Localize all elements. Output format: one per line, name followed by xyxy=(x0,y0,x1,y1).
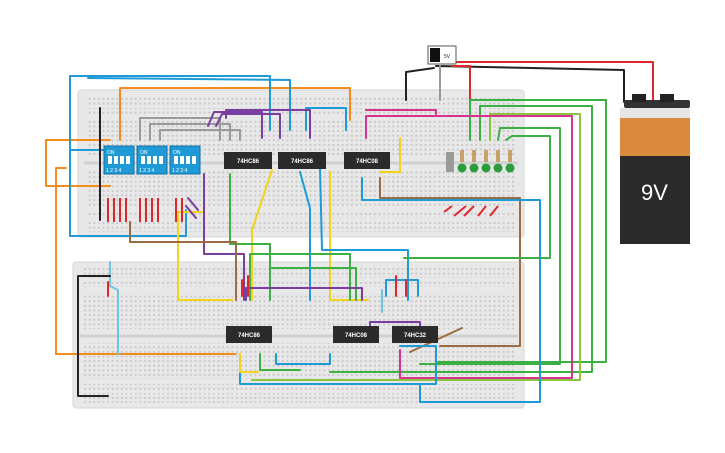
wire-orange xyxy=(45,139,111,187)
wire-blue xyxy=(239,345,437,385)
wire-magenta xyxy=(365,115,573,379)
wire-blue xyxy=(319,167,409,301)
wire-blue xyxy=(275,353,331,365)
wire-black xyxy=(435,65,625,103)
wire-green xyxy=(229,173,271,301)
led-5 xyxy=(505,163,515,173)
wires xyxy=(45,51,654,403)
dip-on-label: ON xyxy=(140,150,148,156)
wire-black xyxy=(405,67,435,101)
led-2 xyxy=(469,163,479,173)
wire-yellow xyxy=(379,137,401,173)
wire-brown xyxy=(129,221,237,301)
wire-blue xyxy=(305,107,347,131)
wire-lime xyxy=(251,113,581,381)
wire-yellow xyxy=(251,169,273,301)
wire-green xyxy=(259,353,301,371)
wire-red xyxy=(451,65,471,103)
wire-purple xyxy=(187,197,199,211)
wire-blue xyxy=(385,279,419,297)
dip-positions-label: 1 2 3 4 xyxy=(172,168,188,174)
wire-green xyxy=(329,105,593,373)
chip-top-1[interactable]: 74HC86 xyxy=(224,152,272,169)
chip-top-3[interactable]: 74HC08 xyxy=(344,152,390,169)
chip-bottom-1[interactable]: 74HC86 xyxy=(226,326,272,343)
pulldown-wires xyxy=(107,198,499,222)
chip-label: 74HC86 xyxy=(291,159,314,165)
wire-green xyxy=(437,99,607,363)
chip-label: 74HC32 xyxy=(404,333,427,339)
dip-switch-2[interactable]: ON 1 2 3 4 xyxy=(136,145,168,175)
battery-label: 9V xyxy=(641,180,668,205)
wire-purple xyxy=(185,205,197,219)
wire-orange xyxy=(55,167,237,355)
chip-label: 74HC08 xyxy=(356,159,379,165)
chip-bottom-2[interactable]: 74HC08 xyxy=(333,326,379,343)
dip-switch-1[interactable]: ON 1 2 3 4 xyxy=(103,145,135,175)
wire-gray xyxy=(159,129,241,141)
wire-black xyxy=(77,275,111,397)
chip-label: 74HC08 xyxy=(345,333,368,339)
led-array xyxy=(446,150,515,173)
wire-brown xyxy=(379,177,521,347)
breadboard-bottom xyxy=(72,261,525,409)
wire-gray xyxy=(149,123,231,141)
chip-label: 74HC86 xyxy=(237,159,260,165)
dip-on-label: ON xyxy=(173,150,181,156)
wire-blue xyxy=(69,75,271,151)
chip-bottom-3[interactable]: 74HC32 xyxy=(392,326,438,343)
chip-label: 74HC86 xyxy=(238,333,261,339)
led-4 xyxy=(493,163,503,173)
dip-positions-label: 1 2 3 4 xyxy=(106,168,122,174)
wire-purple xyxy=(215,113,281,139)
wire-purple xyxy=(207,111,263,139)
wire-blue xyxy=(69,149,187,237)
dip-on-label: ON xyxy=(107,150,115,156)
dip-switch-3[interactable]: ON 1 2 3 4 xyxy=(169,145,201,175)
wire-blue xyxy=(299,171,311,301)
led-3 xyxy=(481,163,491,173)
wire-yellow xyxy=(239,353,259,373)
regulator-label: 5V xyxy=(444,54,451,60)
wire-green xyxy=(269,261,357,301)
wire-purple xyxy=(225,109,311,139)
dip-positions-label: 1 2 3 4 xyxy=(139,168,155,174)
wire-orange xyxy=(119,87,351,141)
wire-green xyxy=(249,253,351,301)
led-1 xyxy=(457,163,467,173)
wire-green xyxy=(419,127,561,365)
wire-green xyxy=(403,135,551,259)
wire-purple xyxy=(203,173,245,301)
wire-magenta xyxy=(365,109,437,115)
wire-cyan xyxy=(109,261,119,355)
battery-9v[interactable]: 9V xyxy=(620,94,690,244)
wire-blue xyxy=(87,77,291,131)
wire-blue xyxy=(361,177,541,403)
wire-purple xyxy=(245,287,363,301)
chip-top-2[interactable]: 74HC86 xyxy=(278,152,326,169)
voltage-regulator[interactable]: 5V xyxy=(427,45,457,65)
